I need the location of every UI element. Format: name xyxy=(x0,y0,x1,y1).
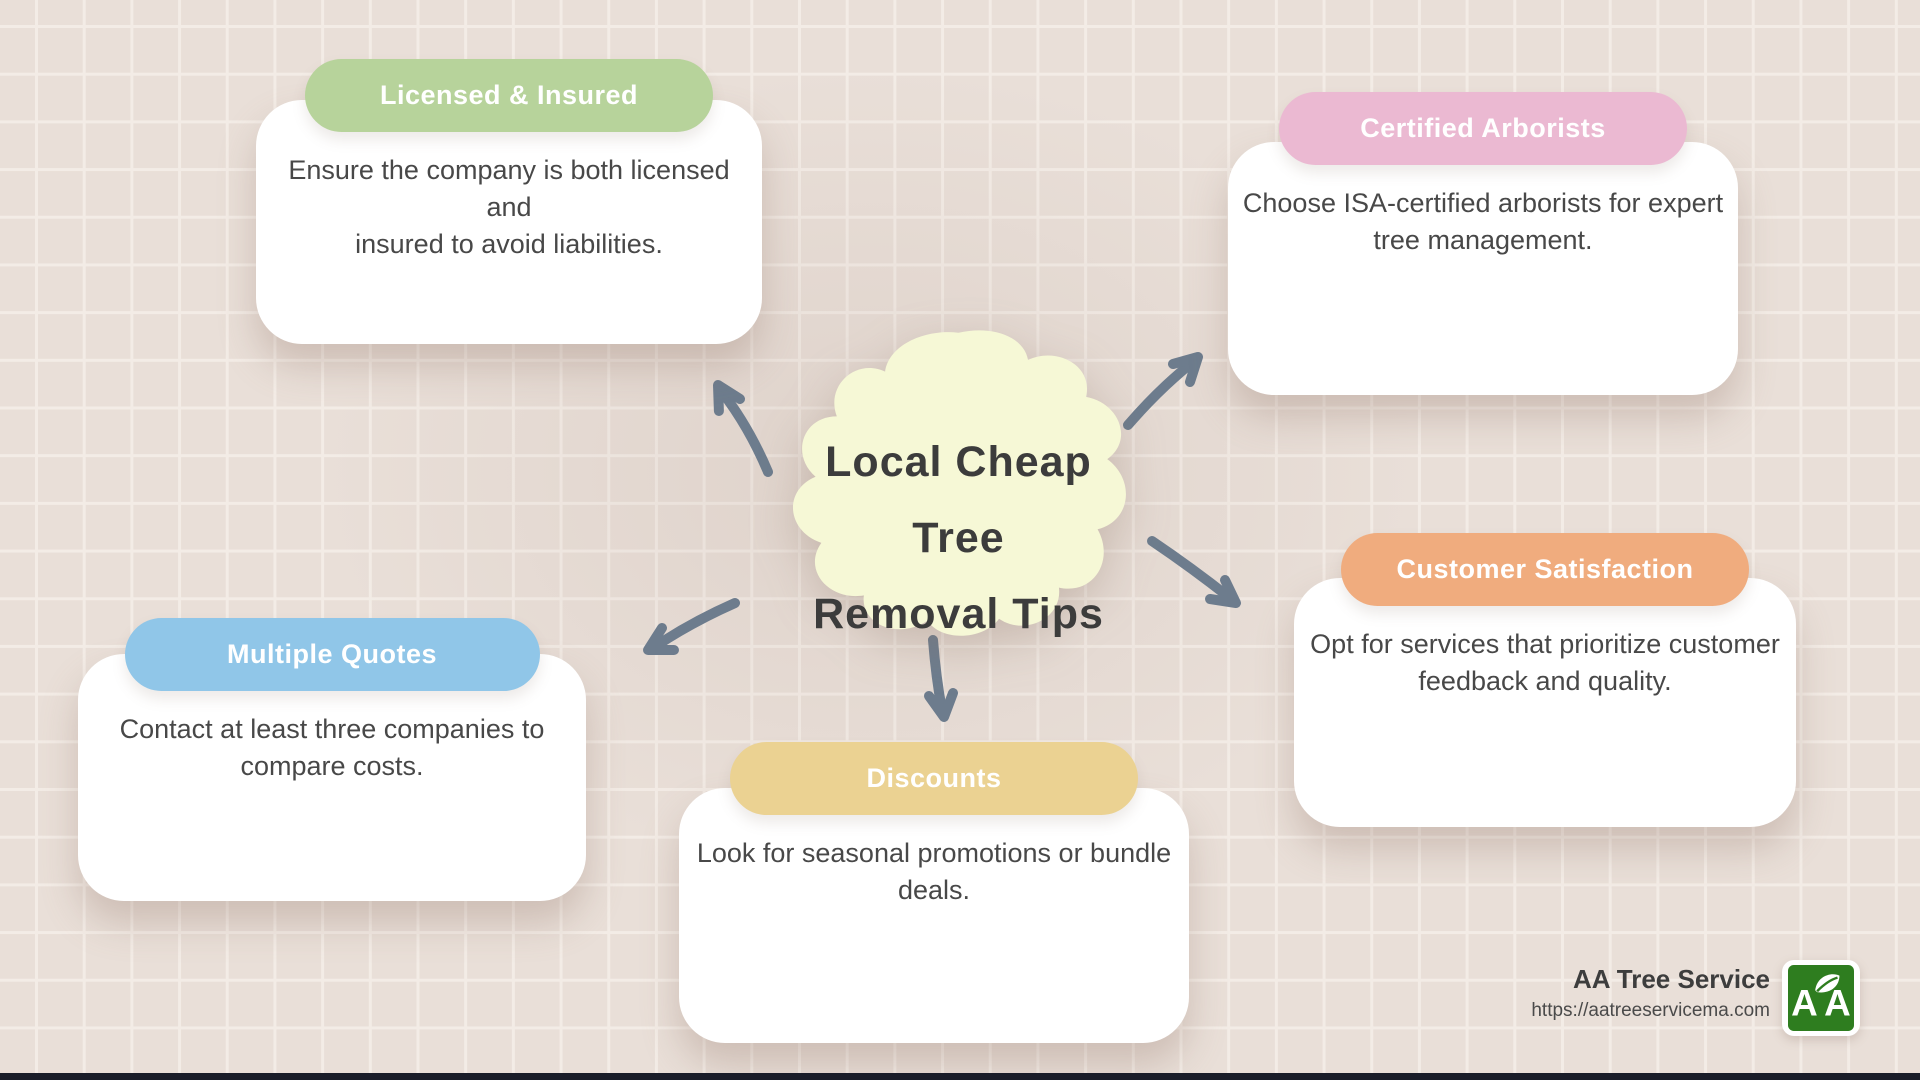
card-background xyxy=(78,654,586,901)
card-body-discounts: Look for seasonal promotions or bundle d… xyxy=(696,838,1172,905)
card-header-multiple-quotes: Multiple Quotes xyxy=(124,618,540,691)
card-body-multiple-quotes: Contact at least three companies to comp… xyxy=(119,714,545,781)
card-body-licensed-insured: Ensure the company is both licensed and … xyxy=(288,155,730,259)
card-body-certified-arborists: Choose ISA-certified arborists for exper… xyxy=(1242,188,1724,255)
arrow-to-licensed-insured xyxy=(713,380,773,477)
brand-url: https://aatreeservicema.com xyxy=(1531,1000,1770,1021)
arrow-to-multiple-quotes xyxy=(643,598,740,655)
footer-branding: AA Tree Service https://aatreeservicema.… xyxy=(1531,962,1770,1026)
card-header-customer-satisfaction: Customer Satisfaction xyxy=(1341,533,1749,606)
card-licensed-insured: Licensed & Insured Ensure the company is… xyxy=(256,59,762,344)
card-discounts: Discounts Look for seasonal promotions o… xyxy=(679,742,1189,1043)
arrow-to-certified-arborists xyxy=(1123,352,1203,430)
leaf-icon xyxy=(1815,974,1840,993)
card-customer-satisfaction: Customer Satisfaction Opt for services t… xyxy=(1294,533,1796,827)
card-background xyxy=(679,788,1189,1043)
aa-tree-service-logo: A A xyxy=(1782,960,1860,1036)
card-background xyxy=(256,100,762,344)
card-body-customer-satisfaction: Opt for services that prioritize custome… xyxy=(1310,629,1780,696)
logo-icon: A A xyxy=(1788,965,1854,1031)
main-title: Local Cheap Tree Removal Tips xyxy=(813,438,1104,638)
svg-text:A: A xyxy=(1791,982,1818,1023)
card-header-licensed-insured: Licensed & Insured xyxy=(305,59,713,132)
brand-name: AA Tree Service xyxy=(1572,964,1770,994)
card-header-certified-arborists: Certified Arborists xyxy=(1279,92,1687,165)
card-background xyxy=(1294,578,1796,827)
card-multiple-quotes: Multiple Quotes Contact at least three c… xyxy=(78,618,586,901)
center-blob xyxy=(775,323,1142,644)
card-header-discounts: Discounts xyxy=(730,742,1138,815)
card-background xyxy=(1228,142,1738,395)
arrow-to-customer-satisfaction xyxy=(1147,536,1241,608)
card-certified-arborists: Certified Arborists Choose ISA-certified… xyxy=(1228,92,1738,395)
bottom-edge-bar xyxy=(0,1073,1920,1080)
arrow-to-discounts xyxy=(924,635,958,722)
